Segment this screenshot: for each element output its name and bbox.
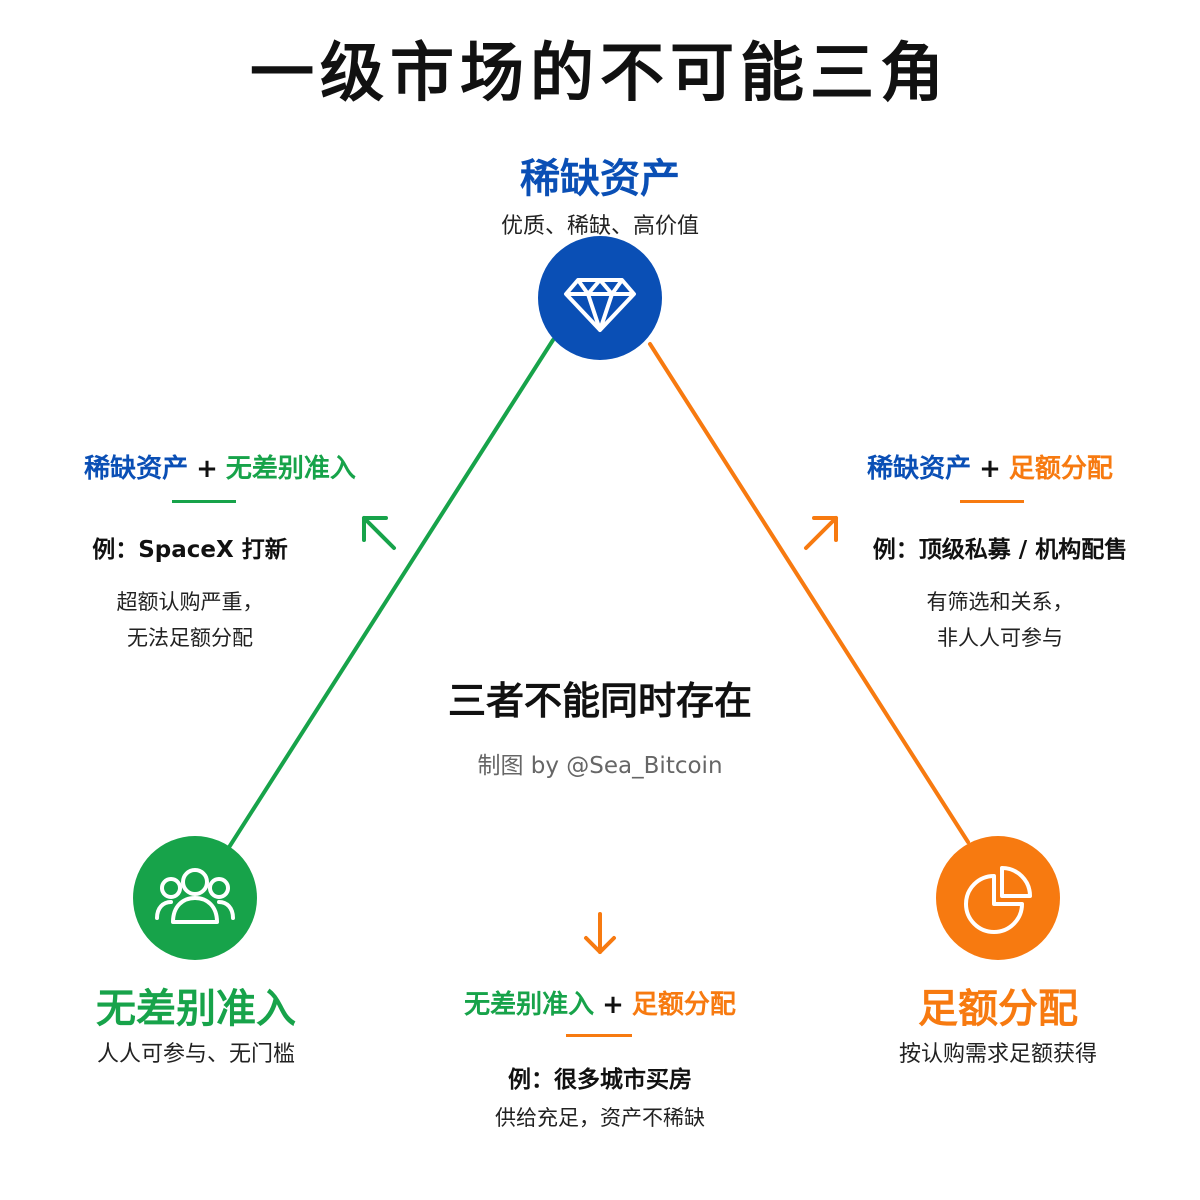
pair-right-label: 稀缺资产+足额分配 <box>790 448 1190 485</box>
arrow-up-left-icon <box>362 516 396 550</box>
vertex-left-node <box>133 836 257 960</box>
pair-left-b: 无差别准入 <box>225 454 356 484</box>
pair-left-example: 例：SpaceX 打新 <box>92 537 288 563</box>
pair-bottom-note: 供给充足，资产不稀缺 <box>495 1106 705 1130</box>
pair-bottom-example: 例：很多城市买房 <box>508 1067 692 1093</box>
diamond-icon <box>564 278 636 332</box>
center-statement: 三者不能同时存在 <box>447 679 752 723</box>
pair-right-example: 例：顶级私募 / 机构配售 <box>872 537 1128 563</box>
vertex-top-node <box>538 236 662 360</box>
pair-left-underline <box>172 500 236 503</box>
pair-right-plus: + <box>979 454 1001 484</box>
pair-bottom-b: 足额分配 <box>631 990 736 1020</box>
pair-right-b: 足额分配 <box>1008 454 1113 484</box>
page-title: 一级市场的不可能三角 <box>250 37 950 111</box>
pair-left-plus: + <box>196 454 218 484</box>
users-icon <box>155 868 235 924</box>
pie-chart-icon <box>964 866 1032 934</box>
vertex-left-title: 无差别准入 <box>96 986 296 1032</box>
vertex-left-desc: 人人可参与、无门槛 <box>96 1042 295 1067</box>
arrow-up-right-icon <box>804 516 838 550</box>
vertex-top-title: 稀缺资产 <box>520 156 680 202</box>
pair-left-label: 稀缺资产+无差别准入 <box>20 448 420 485</box>
pair-right-note-2: 非人人可参与 <box>937 626 1063 650</box>
pair-bottom-plus: + <box>602 990 624 1020</box>
vertex-right-node <box>936 836 1060 960</box>
pair-bottom-underline <box>566 1034 632 1037</box>
center-credit: 制图 by @Sea_Bitcoin <box>477 753 723 779</box>
pair-right-note-1: 有筛选和关系， <box>926 590 1074 614</box>
pair-right-underline <box>960 500 1024 503</box>
edge-top-right <box>648 342 970 844</box>
edge-top-left <box>224 338 555 854</box>
pair-left-a: 稀缺资产 <box>84 454 189 484</box>
pair-right-a: 稀缺资产 <box>867 454 972 484</box>
arrow-down-icon <box>584 912 616 954</box>
pair-bottom-label: 无差别准入+足额分配 <box>360 984 840 1021</box>
vertex-right-title: 足额分配 <box>918 986 1078 1032</box>
pair-left-note-2: 无法足额分配 <box>127 626 253 650</box>
pair-bottom-a: 无差别准入 <box>464 990 595 1020</box>
vertex-top-desc: 优质、稀缺、高价值 <box>500 214 699 239</box>
pair-left-note-1: 超额认购严重， <box>116 590 264 614</box>
vertex-right-desc: 按认购需求足额获得 <box>898 1042 1097 1067</box>
